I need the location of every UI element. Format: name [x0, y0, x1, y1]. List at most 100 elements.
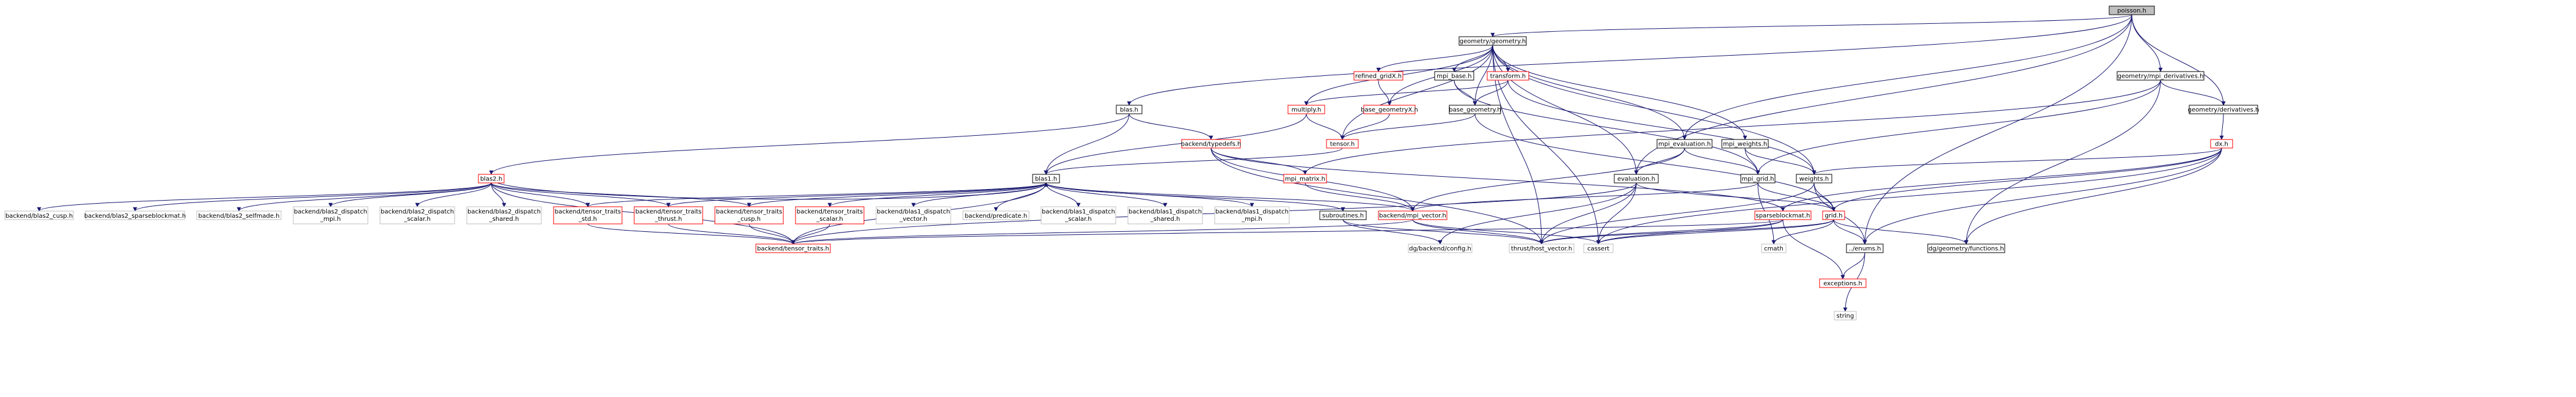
node-label-line: _vector.h [899, 216, 927, 223]
node-blas2[interactable]: blas2.h [478, 174, 505, 184]
edge-weights-to-host-vector [1539, 182, 1815, 245]
node-tt-scalar[interactable]: backend/tensor_traits_scalar.h [795, 206, 865, 224]
node-label-line: backend/predicate.h [965, 213, 1027, 220]
edge-blas2-to-blas2-dispatch-mpi [328, 182, 492, 207]
edge-blas1-to-blas1-dispatch-vector [911, 182, 1047, 207]
edge-poisson-to-blas [1127, 14, 2132, 106]
edge-mpi-derivatives-to-derivatives [2160, 80, 2226, 106]
node-blas1[interactable]: blas1.h [1032, 174, 1060, 184]
node-box [1754, 210, 1812, 220]
node-tensor-traits[interactable]: backend/tensor_traits.h [755, 243, 831, 253]
node-box [795, 206, 865, 224]
edge-blas2-to-tt-thrust [491, 182, 671, 207]
node-label: base_geometry.h [1449, 107, 1501, 114]
edge-subroutines-to-host-vector [1342, 219, 1544, 245]
edge-blas-to-blas1 [1044, 113, 1130, 175]
edge-poisson-to-enums [1862, 14, 2132, 245]
node-tt-thrust[interactable]: backend/tensor_traits_thrust.h [634, 206, 703, 224]
node-box [1509, 243, 1575, 253]
node-label: tensor.h [1330, 141, 1355, 148]
node-box [1796, 174, 1832, 184]
edge-mpi-vector-to-host-vector [1412, 219, 1544, 245]
node-label-line: backend/tensor_traits [555, 209, 621, 215]
edge-dx-to-grid [1831, 147, 2222, 212]
node-dx[interactable]: dx.h [2210, 139, 2233, 149]
node-label-line: backend/tensor_traits [716, 209, 783, 215]
node-tt-cusp[interactable]: backend/tensor_traits_cusp.h [714, 206, 784, 224]
edge-geometry-to-refined-gridX [1376, 45, 1493, 72]
node-weights[interactable]: weights.h [1796, 174, 1832, 184]
node-evaluation[interactable]: evaluation.h [1614, 174, 1659, 184]
node-label-line: _mpi.h [1241, 216, 1262, 223]
file-nodes: poisson.h geometry/geometry.h geometry/mpi… [4, 6, 2259, 321]
node-label: base_geometryX.h [1361, 107, 1418, 114]
node-box [634, 206, 703, 224]
node-typedefs[interactable]: backend/typedefs.h [1181, 139, 1242, 149]
node-predicate: backend/predicate.h [962, 210, 1030, 220]
edge-mpi-derivatives-to-functions [1964, 80, 2161, 245]
node-mpi-vector[interactable]: backend/mpi_vector.h [1378, 210, 1447, 220]
edge-grid-to-enums [1833, 219, 1867, 245]
edge-mpi-weights-to-weights [1744, 147, 1817, 175]
edge-poisson-to-derivatives [2131, 14, 2226, 106]
node-box [196, 210, 282, 220]
node-box [1434, 71, 1474, 81]
edge-mpi-matrix-to-mpi-vector [1304, 182, 1415, 212]
node-derivatives[interactable]: geometry/derivatives.h [2188, 105, 2259, 114]
node-geometry[interactable]: geometry/geometry.h [1458, 36, 1527, 46]
node-box [379, 206, 455, 224]
node-functions[interactable]: dg/geometry/functions.h [1927, 243, 2005, 253]
node-box [1181, 139, 1241, 149]
node-label: backend/tensor_traits.h [757, 246, 829, 253]
edge-blas1-to-tt-scalar [827, 182, 1047, 207]
edge-poisson-to-evaluation [1634, 14, 2132, 175]
node-box [2210, 139, 2233, 149]
node-mpi-weights[interactable]: mpi_weights.h [1721, 139, 1769, 149]
node-mpi-derivatives[interactable]: geometry/mpi_derivatives.h [2117, 71, 2205, 81]
node-label-line: backend/blas1_dispatch [877, 209, 950, 215]
edge-tensor-to-blas1 [1044, 147, 1343, 175]
node-box [1740, 174, 1776, 184]
node-blas[interactable]: blas.h [1116, 105, 1143, 114]
node-mpi-base[interactable]: mpi_base.h [1434, 71, 1474, 81]
node-label: grid.h [1824, 213, 1842, 220]
node-grid[interactable]: grid.h [1822, 210, 1845, 220]
edge-blas2-to-blas2-cusp [37, 182, 492, 212]
edge-sparseblockmat-to-host-vector [1539, 219, 1784, 245]
edge-refined-gridX-to-base-geometryX [1378, 80, 1392, 106]
node-label-line: _std.h [578, 216, 597, 223]
node-box [1614, 174, 1659, 184]
node-label-line: _scalar.h [1064, 216, 1091, 223]
node-blas2-selfmade: backend/blas2_selfmade.h [196, 210, 282, 220]
node-enums[interactable]: ../enums.h [1846, 243, 1884, 253]
node-tt-std[interactable]: backend/tensor_traits_std.h [553, 206, 623, 224]
node-mpi-grid[interactable]: mpi_grid.h [1740, 174, 1776, 184]
edge-blas1-to-blas1-dispatch-shared [1045, 182, 1168, 207]
node-box [1927, 243, 2005, 253]
node-subroutines[interactable]: subroutines.h [1319, 210, 1367, 220]
edge-mpi-vector-to-cassert [1412, 219, 1601, 245]
node-label-line: backend/tensor_traits [635, 209, 702, 215]
node-poisson[interactable]: poisson.h [2109, 6, 2155, 15]
node-box [1127, 206, 1203, 224]
edge-evaluation-to-grid [1636, 182, 1836, 212]
node-multiply[interactable]: multiply.h [1287, 105, 1325, 114]
node-box [1656, 139, 1713, 149]
node-box [1583, 243, 1614, 253]
node-transform[interactable]: transform.h [1487, 71, 1529, 81]
node-base-geometryX[interactable]: base_geometryX.h [1361, 105, 1418, 114]
node-sparseblockmat[interactable]: sparseblockmat.h [1754, 210, 1812, 220]
node-exceptions[interactable]: exceptions.h [1819, 278, 1867, 288]
node-box [1363, 105, 1416, 114]
node-tensor[interactable]: tensor.h [1326, 139, 1359, 149]
node-mpi-evaluation[interactable]: mpi_evaluation.h [1656, 139, 1713, 149]
node-mpi-matrix[interactable]: mpi_matrix.h [1283, 174, 1327, 184]
node-refined-gridX[interactable]: refined_gridX.h [1353, 71, 1403, 81]
node-label: geometry/derivatives.h [2188, 107, 2259, 114]
node-base-geometry[interactable]: base_geometry.h [1449, 105, 1501, 114]
edge-geometry-to-host-vector [1492, 45, 1544, 245]
edge-grid-to-cassert [1596, 219, 1834, 245]
edge-evaluation-to-config [1438, 182, 1637, 245]
node-box [1487, 71, 1529, 81]
